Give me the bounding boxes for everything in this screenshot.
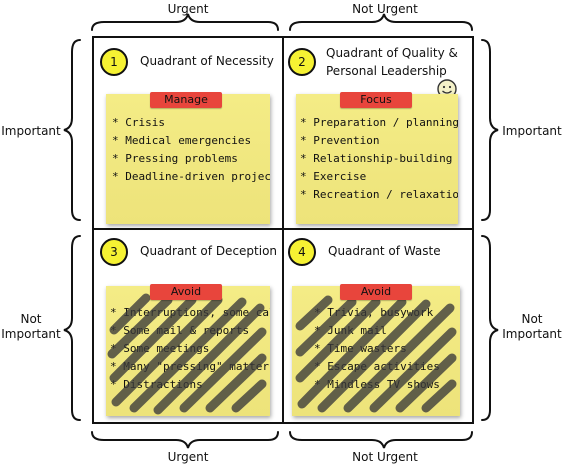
item-list: Crisis Medical emergencies Pressing prob… [112, 114, 270, 186]
quadrant-1: 1 Quadrant of Necessity Crisis Medical e… [94, 38, 282, 228]
sticky-note: Interruptions, some calls Some mail & re… [106, 286, 270, 416]
tag-tape: Avoid [340, 284, 412, 300]
list-item: Distractions [110, 376, 270, 394]
quadrant-number-badge: 1 [100, 48, 128, 76]
top-urgent-label: Urgent [167, 2, 209, 16]
grid-outer-right [472, 36, 474, 424]
list-item: Medical emergencies [112, 132, 270, 150]
grid-outer-left [92, 36, 94, 424]
list-item: Recreation / relaxation [300, 186, 458, 204]
quadrant-number-badge: 2 [288, 48, 316, 76]
left-important-label: Important [1, 124, 61, 138]
bottom-right-brace [289, 431, 473, 449]
bottom-urgent-label: Urgent [167, 450, 209, 464]
right-not-important-label: Not Important [502, 312, 562, 341]
quadrant-title: Quadrant of Waste [328, 244, 441, 258]
quadrant-2: 2 Quadrant of Quality & Personal Leaders… [284, 38, 472, 228]
right-important-label: Important [502, 124, 562, 138]
sticky-note: Preparation / planning Prevention Relati… [296, 94, 458, 224]
quadrant-title: Quadrant of Deception [140, 244, 278, 258]
list-item: Relationship-building [300, 150, 458, 168]
list-item: Interruptions, some calls [110, 304, 270, 322]
item-list: Trivia, busywork Junk mail Time wasters … [314, 304, 440, 394]
bottom-not-urgent-label: Not Urgent [352, 450, 418, 464]
left-bottom-brace [63, 235, 81, 421]
item-list: Interruptions, some calls Some mail & re… [110, 304, 270, 394]
list-item: Trivia, busywork [314, 304, 440, 322]
right-top-brace [481, 39, 499, 221]
list-item: Crisis [112, 114, 270, 132]
quadrant-title: Quadrant of Quality & Personal Leadershi… [326, 46, 458, 78]
list-item: Pressing problems [112, 150, 270, 168]
tag-tape: Manage [150, 92, 222, 108]
quadrant-4: 4 Quadrant of Waste Trivia, busywork Jun… [284, 230, 472, 422]
list-item: Mindless TV shows [314, 376, 440, 394]
list-item: Junk mail [314, 322, 440, 340]
left-top-brace [63, 39, 81, 221]
list-item: Exercise [300, 168, 458, 186]
list-item: Many "pressing" matters [110, 358, 270, 376]
list-item: Preparation / planning [300, 114, 458, 132]
quadrant-number-badge: 4 [288, 238, 316, 266]
list-item: Escape activities [314, 358, 440, 376]
left-not-important-label: Not Important [1, 312, 61, 341]
top-not-urgent-label: Not Urgent [352, 2, 418, 16]
quadrant-3: 3 Quadrant of Deception Interruptions, s… [94, 230, 282, 422]
grid-center-vertical [282, 36, 284, 424]
list-item: Prevention [300, 132, 458, 150]
sticky-note: Crisis Medical emergencies Pressing prob… [106, 94, 270, 224]
sticky-note: Trivia, busywork Junk mail Time wasters … [292, 286, 460, 416]
grid-center-horizontal [92, 228, 474, 230]
list-item: Some meetings [110, 340, 270, 358]
list-item: Deadline-driven projects [112, 168, 270, 186]
bottom-left-brace [91, 431, 279, 449]
right-bottom-brace [481, 235, 499, 421]
list-item: Some mail & reports [110, 322, 270, 340]
quadrant-number-badge: 3 [100, 238, 128, 266]
tag-tape: Avoid [150, 284, 222, 300]
list-item: Time wasters [314, 340, 440, 358]
quadrant-title: Quadrant of Necessity [140, 54, 274, 68]
tag-tape: Focus [340, 92, 412, 108]
item-list: Preparation / planning Prevention Relati… [300, 114, 458, 204]
